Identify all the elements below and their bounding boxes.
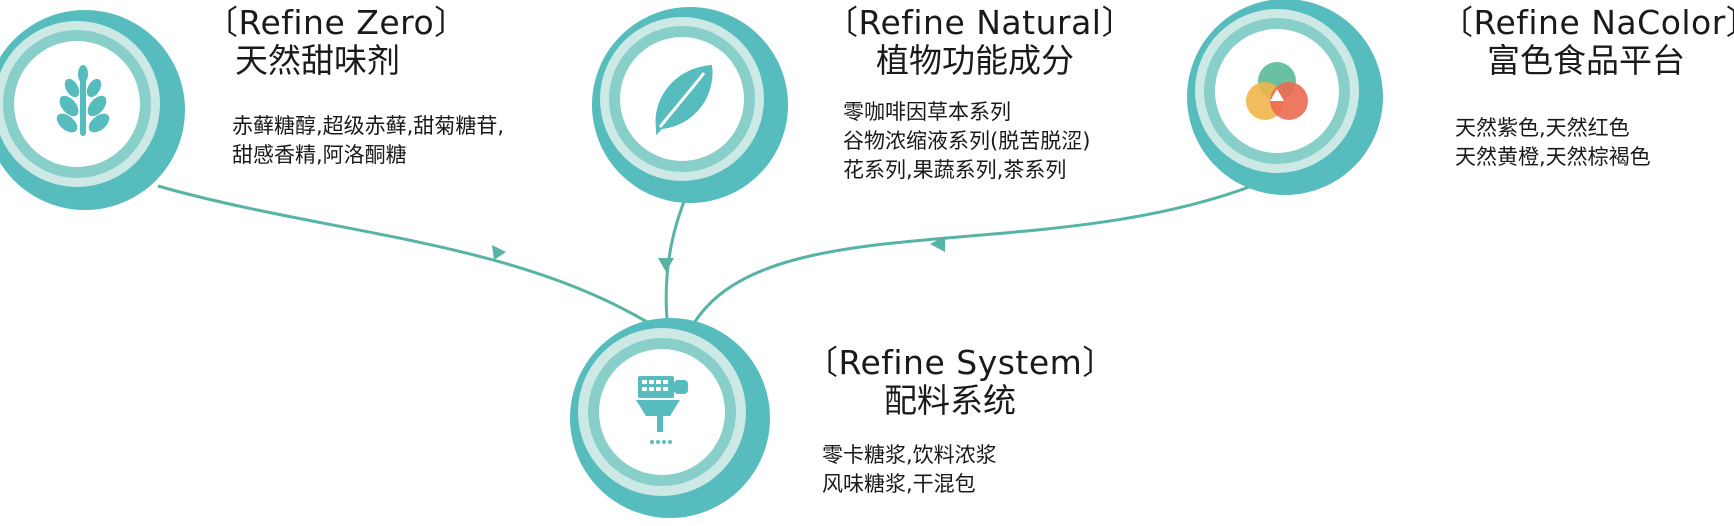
title-refine-system: 〔Refine System〕 配料系统 xyxy=(805,343,1116,420)
title-en: 〔Refine Natural〕 xyxy=(825,3,1135,42)
desc-line: 甜感香精,阿洛酮糖 xyxy=(232,143,407,167)
desc-line: 谷物浓缩液系列(脱苦脱涩) xyxy=(843,129,1091,153)
title-zh: 配料系统 xyxy=(884,381,1016,420)
wheat-icon xyxy=(56,65,110,136)
arrow-natural-connector xyxy=(658,258,674,272)
arrow-zero-connector xyxy=(492,245,506,260)
desc-refine-nacolor: 天然紫色,天然红色 天然黄橙,天然棕褐色 xyxy=(1455,114,1651,172)
desc-line: 零咖啡因草本系列 xyxy=(843,100,1011,124)
desc-line: 零卡糖浆,饮料浓浆 xyxy=(822,443,997,467)
desc-refine-zero: 赤藓糖醇,超级赤藓,甜菊糖苷, 甜感香精,阿洛酮糖 xyxy=(232,112,504,170)
title-en: 〔Refine NaColor〕 xyxy=(1440,3,1734,42)
title-refine-zero: 〔Refine Zero〕 天然甜味剂 xyxy=(205,3,468,80)
node-refine-system xyxy=(570,318,770,518)
node-refine-nacolor xyxy=(1187,0,1383,195)
node-refine-natural xyxy=(592,7,788,203)
dispenser-machine-icon xyxy=(636,376,688,444)
desc-refine-system: 零卡糖浆,饮料浓浆 风味糖浆,干混包 xyxy=(822,441,997,499)
title-zh: 富色食品平台 xyxy=(1487,41,1685,80)
node-refine-zero xyxy=(0,10,185,210)
connector-zero-to-system xyxy=(157,184,661,332)
desc-line: 天然黄橙,天然棕褐色 xyxy=(1455,145,1651,169)
connectors xyxy=(157,178,1268,332)
title-en: 〔Refine Zero〕 xyxy=(205,3,468,42)
title-refine-nacolor: 〔Refine NaColor〕 富色食品平台 xyxy=(1440,3,1734,80)
desc-line: 天然紫色,天然红色 xyxy=(1455,116,1630,140)
ring-inner xyxy=(14,41,140,167)
title-zh: 植物功能成分 xyxy=(876,41,1074,80)
connector-nacolor-to-system xyxy=(688,178,1268,331)
desc-refine-natural: 零咖啡因草本系列 谷物浓缩液系列(脱苦脱涩) 花系列,果蔬系列,茶系列 xyxy=(843,98,1090,185)
title-en: 〔Refine System〕 xyxy=(805,343,1116,382)
title-zh: 天然甜味剂 xyxy=(235,41,400,80)
desc-line: 花系列,果蔬系列,茶系列 xyxy=(843,158,1067,182)
arrow-nacolor-connector xyxy=(930,236,945,252)
color-circles-icon xyxy=(1246,62,1308,120)
leaf-icon xyxy=(655,65,713,135)
title-refine-natural: 〔Refine Natural〕 植物功能成分 xyxy=(825,3,1135,80)
desc-line: 赤藓糖醇,超级赤藓,甜菊糖苷, xyxy=(232,114,505,138)
desc-line: 风味糖浆,干混包 xyxy=(822,472,976,496)
